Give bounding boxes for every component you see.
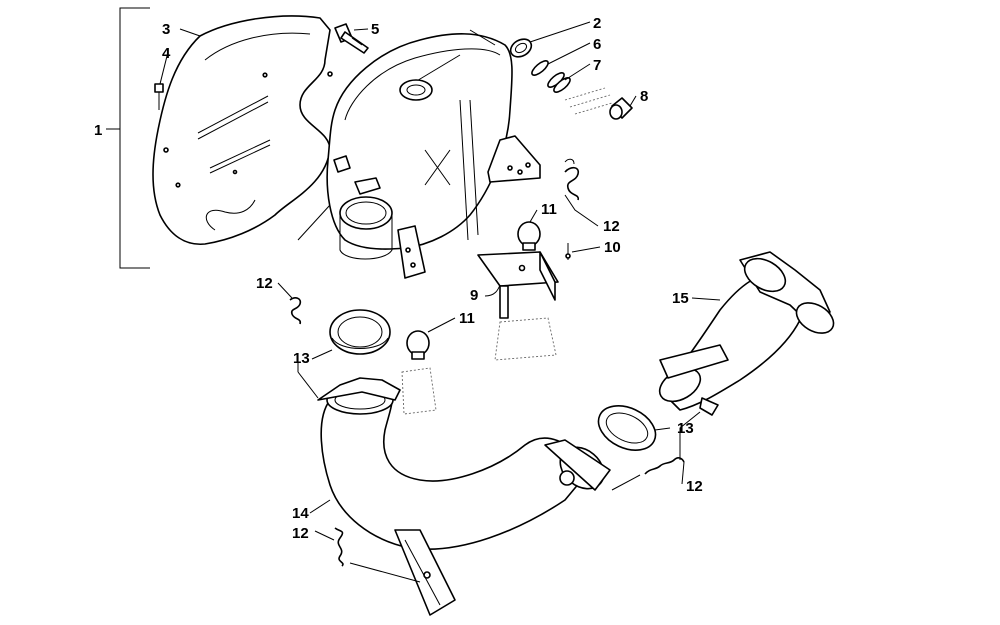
threaded-rod-ghost <box>564 87 613 115</box>
mounting-bolt[interactable] <box>334 23 369 54</box>
callout-labels: 1 3 4 5 2 6 7 8 11 12 10 9 11 12 13 15 1… <box>94 15 703 542</box>
cotter-pin[interactable] <box>565 243 571 260</box>
muffler-mount-tab[interactable] <box>487 135 541 183</box>
grommet[interactable] <box>507 36 534 61</box>
heat-shield[interactable] <box>152 15 333 245</box>
callout-1: 1 <box>94 122 102 139</box>
support-bracket[interactable] <box>477 251 559 361</box>
rubber-mount-lower[interactable] <box>401 330 437 415</box>
callout-12-left: 12 <box>256 275 273 292</box>
washer[interactable] <box>530 59 550 78</box>
y-header[interactable] <box>654 251 839 416</box>
spring-bottom[interactable] <box>334 527 344 567</box>
callout-11-upper: 11 <box>541 201 557 218</box>
callout-15: 15 <box>672 290 689 307</box>
callout-6: 6 <box>593 36 601 53</box>
callout-11-lower: 11 <box>459 310 475 327</box>
callout-10: 10 <box>604 239 621 256</box>
callout-7: 7 <box>593 57 601 74</box>
muffler[interactable] <box>326 33 513 279</box>
callout-2: 2 <box>593 15 601 32</box>
spring-left[interactable] <box>289 297 302 325</box>
sealing-ring-left[interactable] <box>329 309 391 355</box>
callout-8: 8 <box>640 88 648 105</box>
leader-lines <box>159 21 721 583</box>
spring-top-right[interactable] <box>564 158 580 201</box>
callout-5: 5 <box>371 21 379 38</box>
callout-12-top-right: 12 <box>603 218 620 235</box>
shield-fastener[interactable] <box>154 83 164 110</box>
callout-12-right: 12 <box>686 478 703 495</box>
callout-13-left: 13 <box>293 350 310 367</box>
exhaust-pipe[interactable] <box>317 377 612 616</box>
nut-sleeve[interactable] <box>609 97 633 120</box>
callout-4: 4 <box>162 45 171 62</box>
sealing-ring-right[interactable] <box>591 397 662 459</box>
callout-12-bottom: 12 <box>292 525 309 542</box>
callout-9: 9 <box>470 287 478 304</box>
spring-right[interactable] <box>644 457 685 475</box>
assembly-bracket <box>119 7 150 269</box>
callout-3: 3 <box>162 21 170 38</box>
callout-14: 14 <box>292 505 309 522</box>
rubber-mount-upper[interactable] <box>517 221 541 251</box>
spacer-rings[interactable] <box>546 71 572 95</box>
callout-13-right: 13 <box>677 420 694 437</box>
